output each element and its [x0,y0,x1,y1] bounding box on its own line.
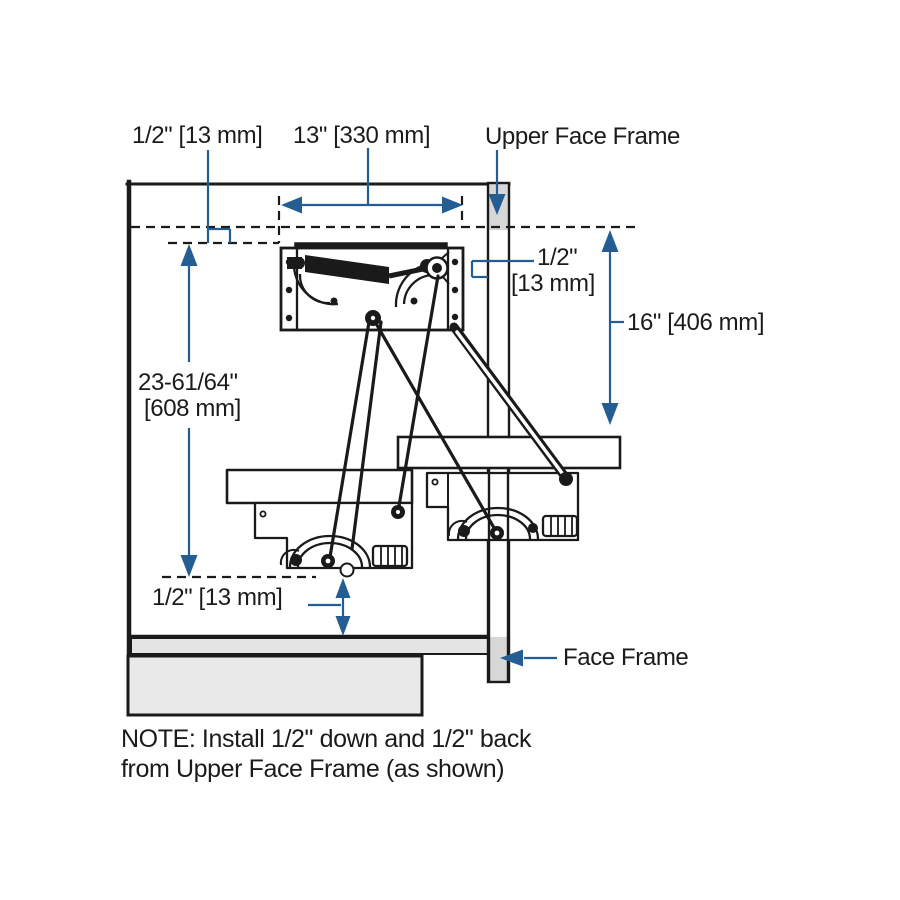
dim-down-offset-label-line1: 1/2" [537,244,578,271]
face-frame-bar [486,181,511,684]
dimension-lines [187,148,624,660]
note-line1: NOTE: Install 1/2" down and 1/2" back [121,725,532,753]
upper-face-frame-label: Upper Face Frame [485,123,680,150]
dim-down-offset-label-line2: [13 mm] [511,270,595,297]
dim-depth-label-line1: 23-61/64" [138,369,238,396]
scissor-arms [328,274,571,559]
face-frame-lines-over [487,468,510,681]
upper-shelf [396,435,622,470]
dim-depth-label-line2: [608 mm] [144,395,241,422]
pivot-points [290,310,573,568]
dim-top-back-offset-label: 1/2" [13 mm] [132,122,263,149]
note-line2: from Upper Face Frame (as shown) [121,755,505,783]
dim-16in-label: 16" [406 mm] [627,309,765,336]
lower-shelf-assembly [225,468,580,578]
dim-width-label: 13" [330 mm] [293,122,431,149]
dimension-arrowheads [180,194,619,667]
reference-dashed-lines [131,196,636,579]
face-frame-label: Face Frame [563,644,689,671]
dim-bottom-offset-label: 1/2" [13 mm] [152,584,283,611]
